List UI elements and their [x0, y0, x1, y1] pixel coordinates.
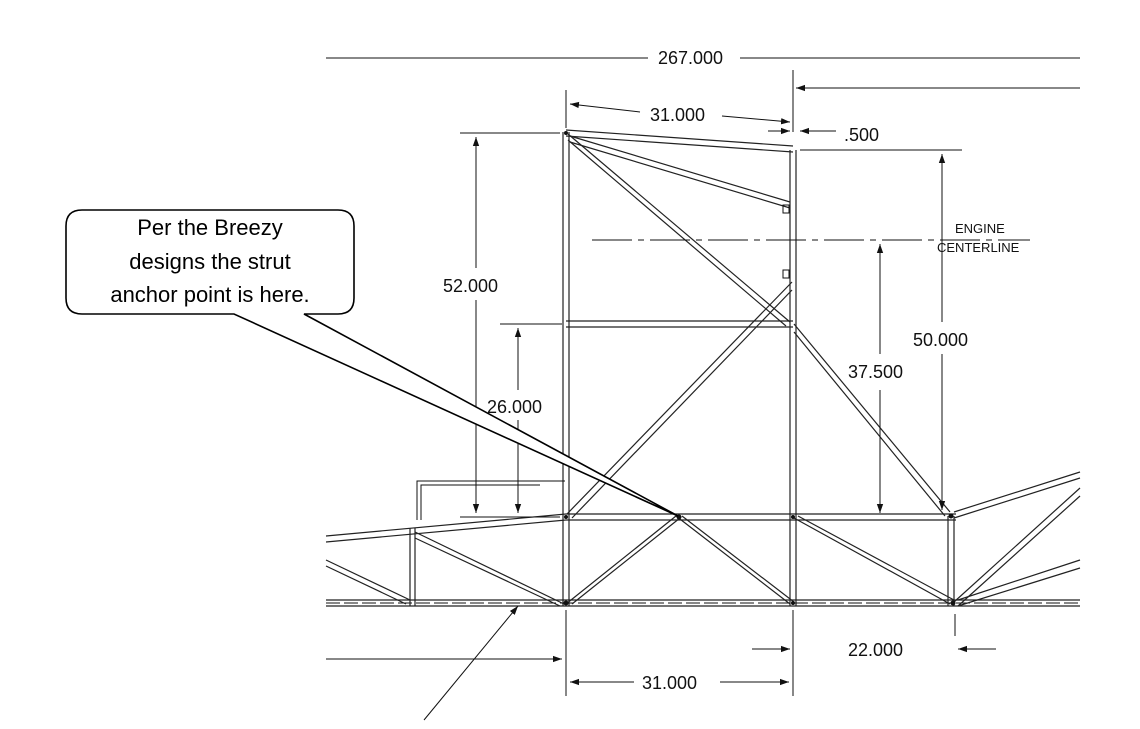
dimension-top-width-label: 31.000	[650, 105, 705, 125]
dimension-left-height: 52.000	[443, 132, 560, 518]
callout-bubble	[65, 209, 679, 517]
dimension-right-height-label: 50.000	[913, 330, 968, 350]
dimension-offset: .500	[768, 125, 879, 145]
dimension-left-height-label: 52.000	[443, 276, 498, 296]
callout-line-2: designs the strut	[129, 249, 290, 274]
dimension-mid-height-label: 26.000	[487, 397, 542, 417]
dimension-offset-label: .500	[844, 125, 879, 145]
dimension-overall-width-label: 267.000	[658, 48, 723, 68]
dimension-engine-height: 37.500	[848, 244, 903, 513]
dimension-mid-height: 26.000	[487, 323, 562, 513]
dimension-right-height: 50.000	[800, 149, 968, 510]
engine-centerline-label-1: ENGINE	[955, 221, 1005, 236]
dimension-top-width: 31.000	[565, 90, 791, 128]
dimension-overall-width: 267.000	[326, 48, 1080, 132]
callout-line-1: Per the Breezy	[137, 215, 283, 240]
frame-structure	[325, 129, 1081, 607]
dimension-engine-height-label: 37.500	[848, 362, 903, 382]
strut-anchor-callout: Per the Breezy designs the strut anchor …	[65, 209, 679, 517]
engine-centerline-label-2: CENTERLINE	[937, 240, 1020, 255]
dimension-right-offset: 22.000	[752, 614, 996, 660]
dimension-bottom-width: 31.000	[326, 610, 794, 696]
callout-line-3: anchor point is here.	[110, 282, 309, 307]
engine-centerline: ENGINE CENTERLINE	[592, 221, 1030, 255]
dimension-right-offset-label: 22.000	[848, 640, 903, 660]
bottom-leader-arrow	[423, 605, 519, 721]
dimension-bottom-width-label: 31.000	[642, 673, 697, 693]
